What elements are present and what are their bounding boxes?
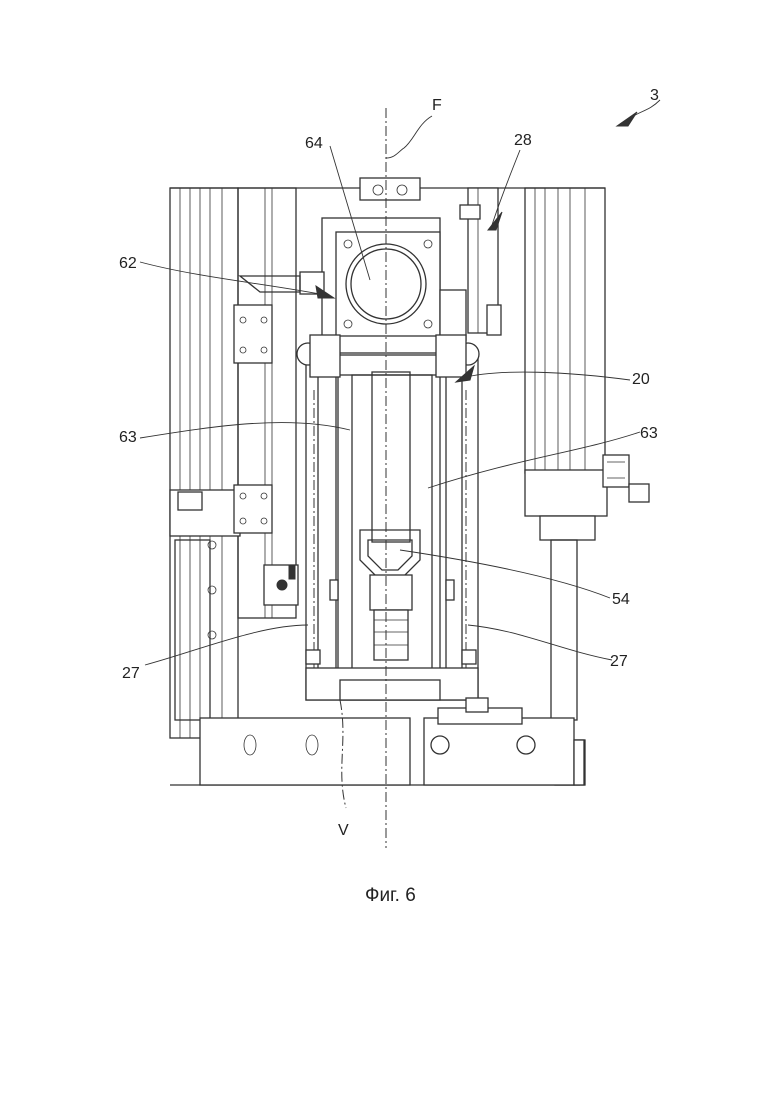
base-plate bbox=[170, 698, 584, 785]
label-54: 54 bbox=[612, 591, 630, 608]
motor-block bbox=[240, 218, 466, 353]
slide-body bbox=[297, 335, 479, 700]
label-62: 62 bbox=[119, 255, 137, 272]
label-3: 3 bbox=[650, 87, 659, 104]
left-column-profile bbox=[170, 188, 298, 738]
label-v: V bbox=[338, 822, 349, 839]
label-27-left: 27 bbox=[122, 665, 140, 682]
label-63-right: 63 bbox=[640, 425, 658, 442]
label-f: F bbox=[432, 97, 442, 114]
label-20: 20 bbox=[632, 371, 650, 388]
label-28: 28 bbox=[514, 132, 532, 149]
figure-caption: Фиг. 6 bbox=[365, 885, 416, 906]
right-column-profile bbox=[525, 188, 649, 785]
label-27-right: 27 bbox=[610, 653, 628, 670]
label-64: 64 bbox=[305, 135, 323, 152]
leader-f bbox=[386, 116, 432, 158]
arrow-3 bbox=[617, 112, 637, 126]
label-63-left: 63 bbox=[119, 429, 137, 446]
